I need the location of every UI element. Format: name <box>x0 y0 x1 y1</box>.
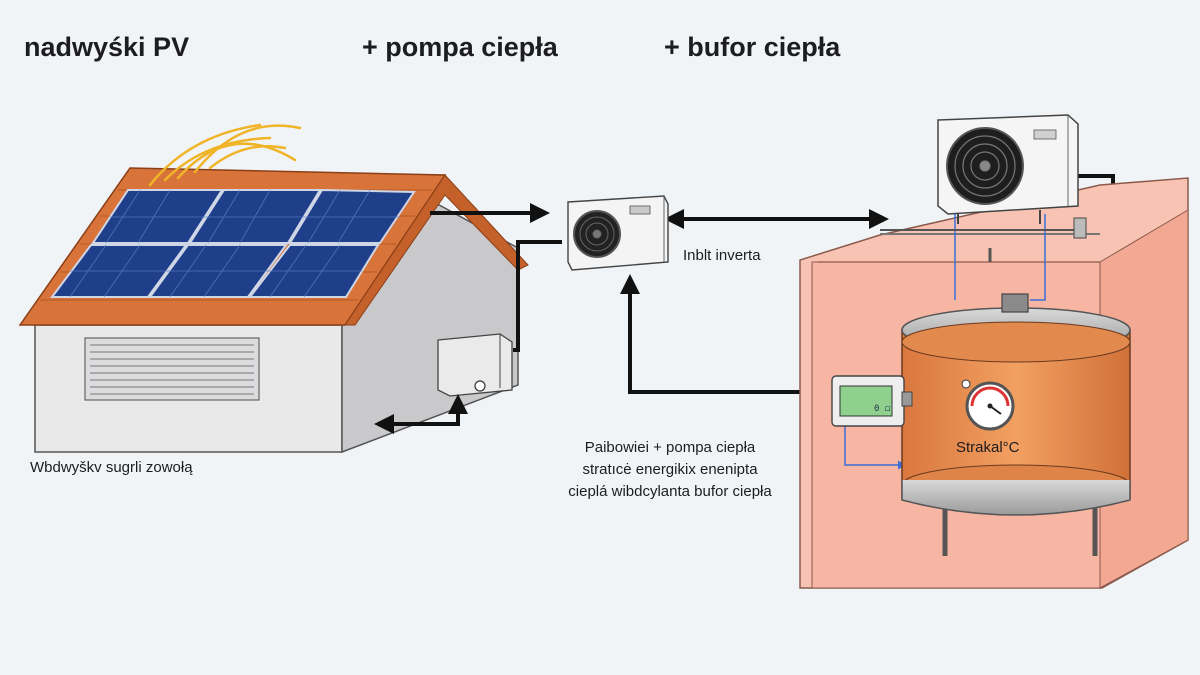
wall-inverter-box <box>437 333 513 397</box>
inverter-caption: Inblt inverta <box>683 247 761 264</box>
arrow-house-bottom <box>374 394 468 434</box>
note-line: cieplá wibdcylanta bufor ciepła <box>568 483 772 500</box>
explanatory-note: Paibowiei + pompa ciepła stratıcė energi… <box>540 437 800 503</box>
header-term-heat-pump: + pompa ciepła <box>362 32 558 62</box>
arrow-box-to-inverter <box>513 240 562 352</box>
gauge-dial-icon <box>474 380 486 392</box>
garage-vent <box>84 337 260 401</box>
header-term-heat-buffer: + bufor ciepła <box>664 32 841 62</box>
outdoor-heat-pump-unit <box>937 114 1079 224</box>
header-term-pv-surplus: nadwyśki PV <box>24 32 190 62</box>
heat-pump-inverter-unit <box>567 195 669 271</box>
tank-valve <box>1001 293 1029 313</box>
arrow-inverter-to-controller <box>620 274 830 394</box>
note-line: Paibowiei + pompa ciepła <box>584 439 756 456</box>
house-caption: Wbdwyškv sugrli zowołą <box>30 459 193 476</box>
pipes <box>844 214 1087 470</box>
solar-panel-array <box>50 188 416 298</box>
buffer-tank <box>901 293 1131 556</box>
svg-text:0 ◻: 0 ◻ <box>874 404 890 414</box>
temperature-controller: 0 ◻ <box>831 375 913 427</box>
tank-temperature-label: Strakal°C <box>956 439 1020 456</box>
house <box>18 123 529 454</box>
controller-screen <box>839 385 893 417</box>
blue-sensor-line <box>844 426 907 470</box>
solar-panel <box>288 188 416 244</box>
note-line: stratıcė energikix enenipta <box>582 461 758 478</box>
outdoor-unit-display <box>1033 129 1057 140</box>
inverter-display <box>629 205 651 215</box>
solar-panel <box>91 189 224 244</box>
thermometer-gauge-icon <box>965 381 1015 431</box>
sun-rays-icon <box>148 123 302 187</box>
